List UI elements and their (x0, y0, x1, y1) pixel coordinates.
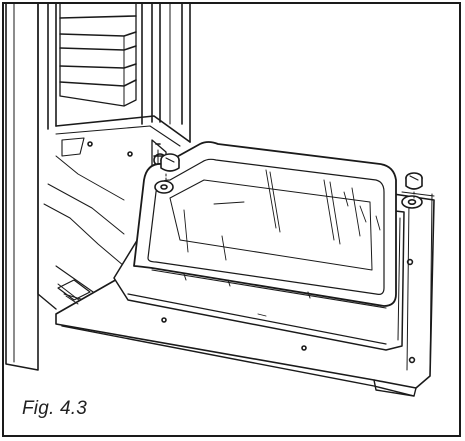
right-fastening-screw (401, 172, 435, 209)
door-hinge-bracket (57, 279, 91, 305)
oven-side-wall (5, 4, 57, 371)
figure-frame: Fig. 4.3 (2, 2, 461, 437)
shelf-runners (59, 4, 191, 143)
figure-caption: Fig. 4.3 (22, 398, 87, 419)
inner-glass-pane (133, 141, 397, 309)
left-fastening-screw (154, 153, 180, 194)
oven-door-illustration (5, 4, 435, 397)
panel-reflection-lines (257, 205, 381, 317)
